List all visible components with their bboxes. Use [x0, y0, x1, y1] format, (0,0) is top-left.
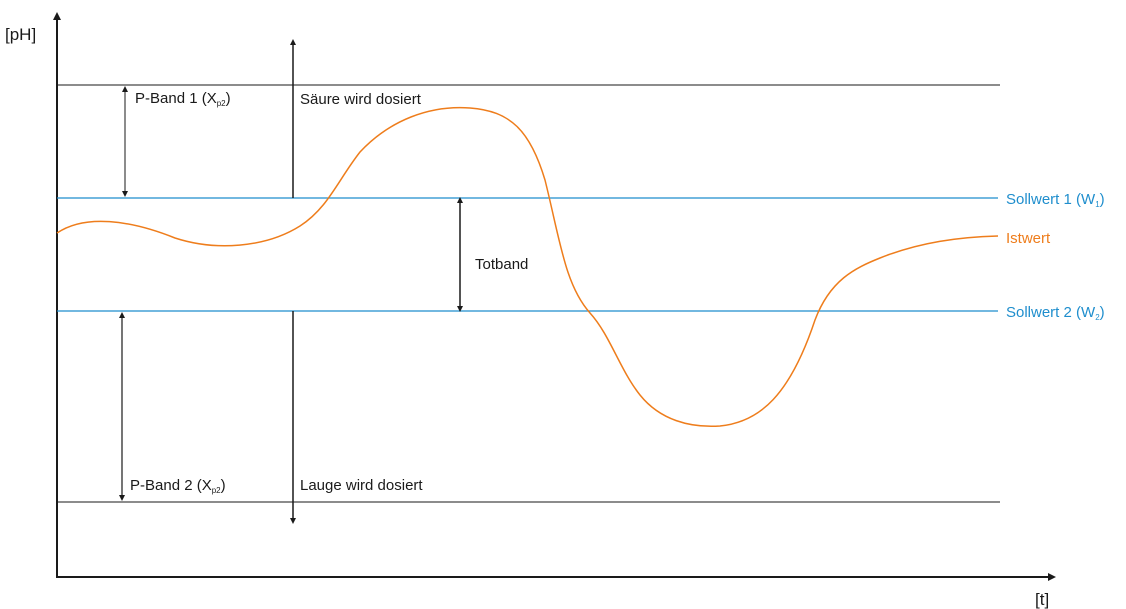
setpoint-2-label: Sollwert 2 (W2) [1006, 304, 1105, 322]
y-axis-label: [pH] [5, 25, 36, 44]
actual-value-label: Istwert [1006, 230, 1051, 247]
p-band-2-label: P-Band 2 (Xp2) [130, 477, 226, 495]
dead-band-label: Totband [475, 256, 528, 273]
actual-value-curve [56, 106, 999, 428]
setpoint-1-label: Sollwert 1 (W1) [1006, 191, 1105, 209]
x-axis-label: [t] [1035, 590, 1049, 609]
acid-dosed-label: Säure wird dosiert [300, 91, 422, 108]
p-band-1-label: P-Band 1 (Xp2) [135, 90, 231, 108]
lye-dosed-label: Lauge wird dosiert [300, 477, 423, 494]
